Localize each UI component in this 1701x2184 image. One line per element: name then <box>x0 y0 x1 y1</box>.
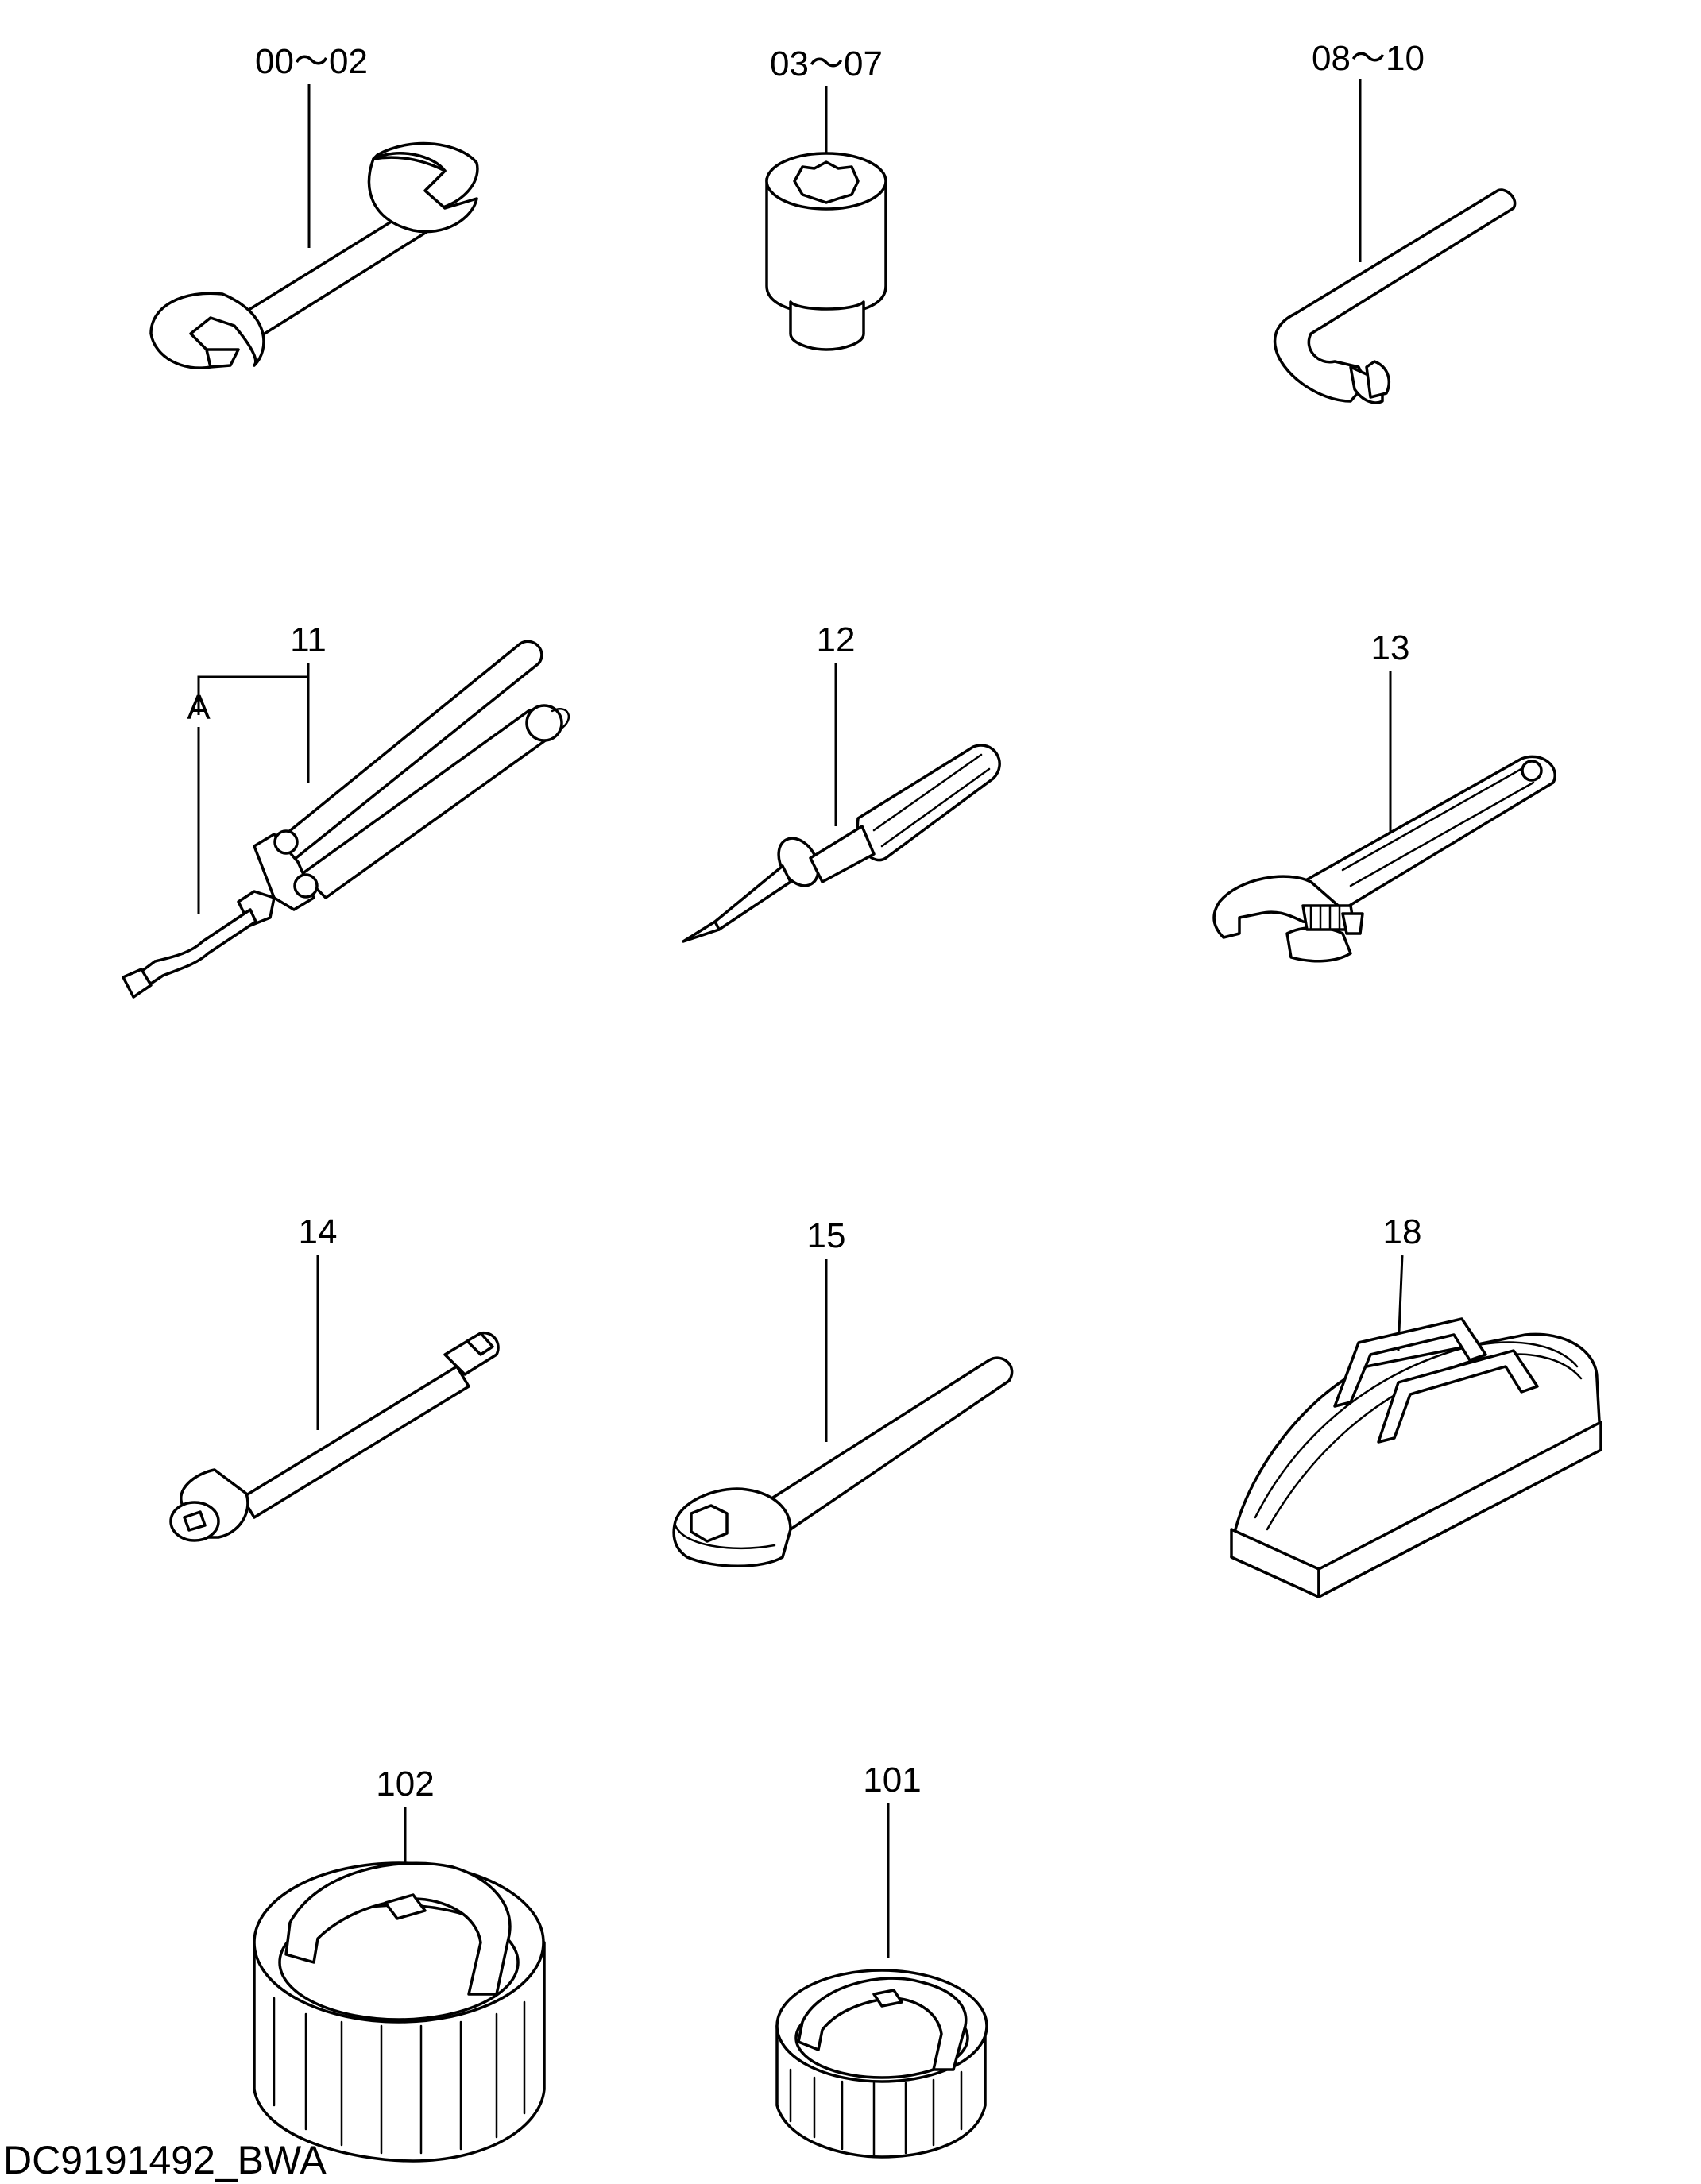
part-label-grease-gun: 11 <box>290 620 327 659</box>
part-filter-wrench-small[interactable]: 101 <box>775 1761 988 2159</box>
screwdriver-icon <box>682 744 1001 943</box>
part-label-screwdriver: 12 <box>817 620 856 659</box>
part-label-adjustable-wrench: 13 <box>1371 628 1410 667</box>
part-label-wrench: 00～02 <box>255 42 368 81</box>
filter-wrench-icon <box>253 1861 546 2163</box>
hex-key-icon <box>1273 188 1517 404</box>
part-tool-bag[interactable]: 18 <box>1230 1212 1602 1598</box>
ratchet-handle-icon <box>672 1356 1014 1567</box>
part-label-extension-bar: 14 <box>299 1212 338 1251</box>
part-label-filter-wrench-large: 102 <box>376 1765 434 1803</box>
part-label-hex-key: 08～10 <box>1312 39 1425 78</box>
part-screwdriver[interactable]: 12 <box>682 620 1001 943</box>
part-label-ratchet: 15 <box>807 1216 846 1255</box>
part-socket[interactable]: 03～07 <box>765 44 887 351</box>
drawing-id: DC9191492_BWA <box>3 2138 327 2182</box>
tool-bag-icon <box>1230 1317 1602 1598</box>
part-label-filter-wrench-small: 101 <box>863 1761 921 1799</box>
part-grease-gun[interactable]: 11 A <box>122 620 570 999</box>
filter-wrench-icon <box>775 1969 988 2159</box>
part-extension-bar[interactable]: 14 <box>169 1212 500 1542</box>
adjustable-wrench-icon <box>1212 755 1556 963</box>
part-wrench[interactable]: 00～02 <box>149 42 479 369</box>
part-label-tool-bag: 18 <box>1383 1212 1422 1251</box>
open-end-wrench-icon <box>149 141 479 369</box>
part-adjustable-wrench[interactable]: 13 <box>1212 628 1556 963</box>
callout-a: A <box>187 688 211 727</box>
part-filter-wrench-large[interactable]: 102 <box>253 1765 546 2163</box>
extension-bar-icon <box>169 1331 500 1542</box>
grease-gun-icon <box>122 640 570 999</box>
part-ratchet[interactable]: 15 <box>672 1216 1014 1567</box>
socket-icon <box>765 152 887 351</box>
part-label-socket: 03～07 <box>770 44 883 83</box>
part-hex-key[interactable]: 08～10 <box>1273 39 1517 404</box>
leader-line-a <box>197 675 308 715</box>
